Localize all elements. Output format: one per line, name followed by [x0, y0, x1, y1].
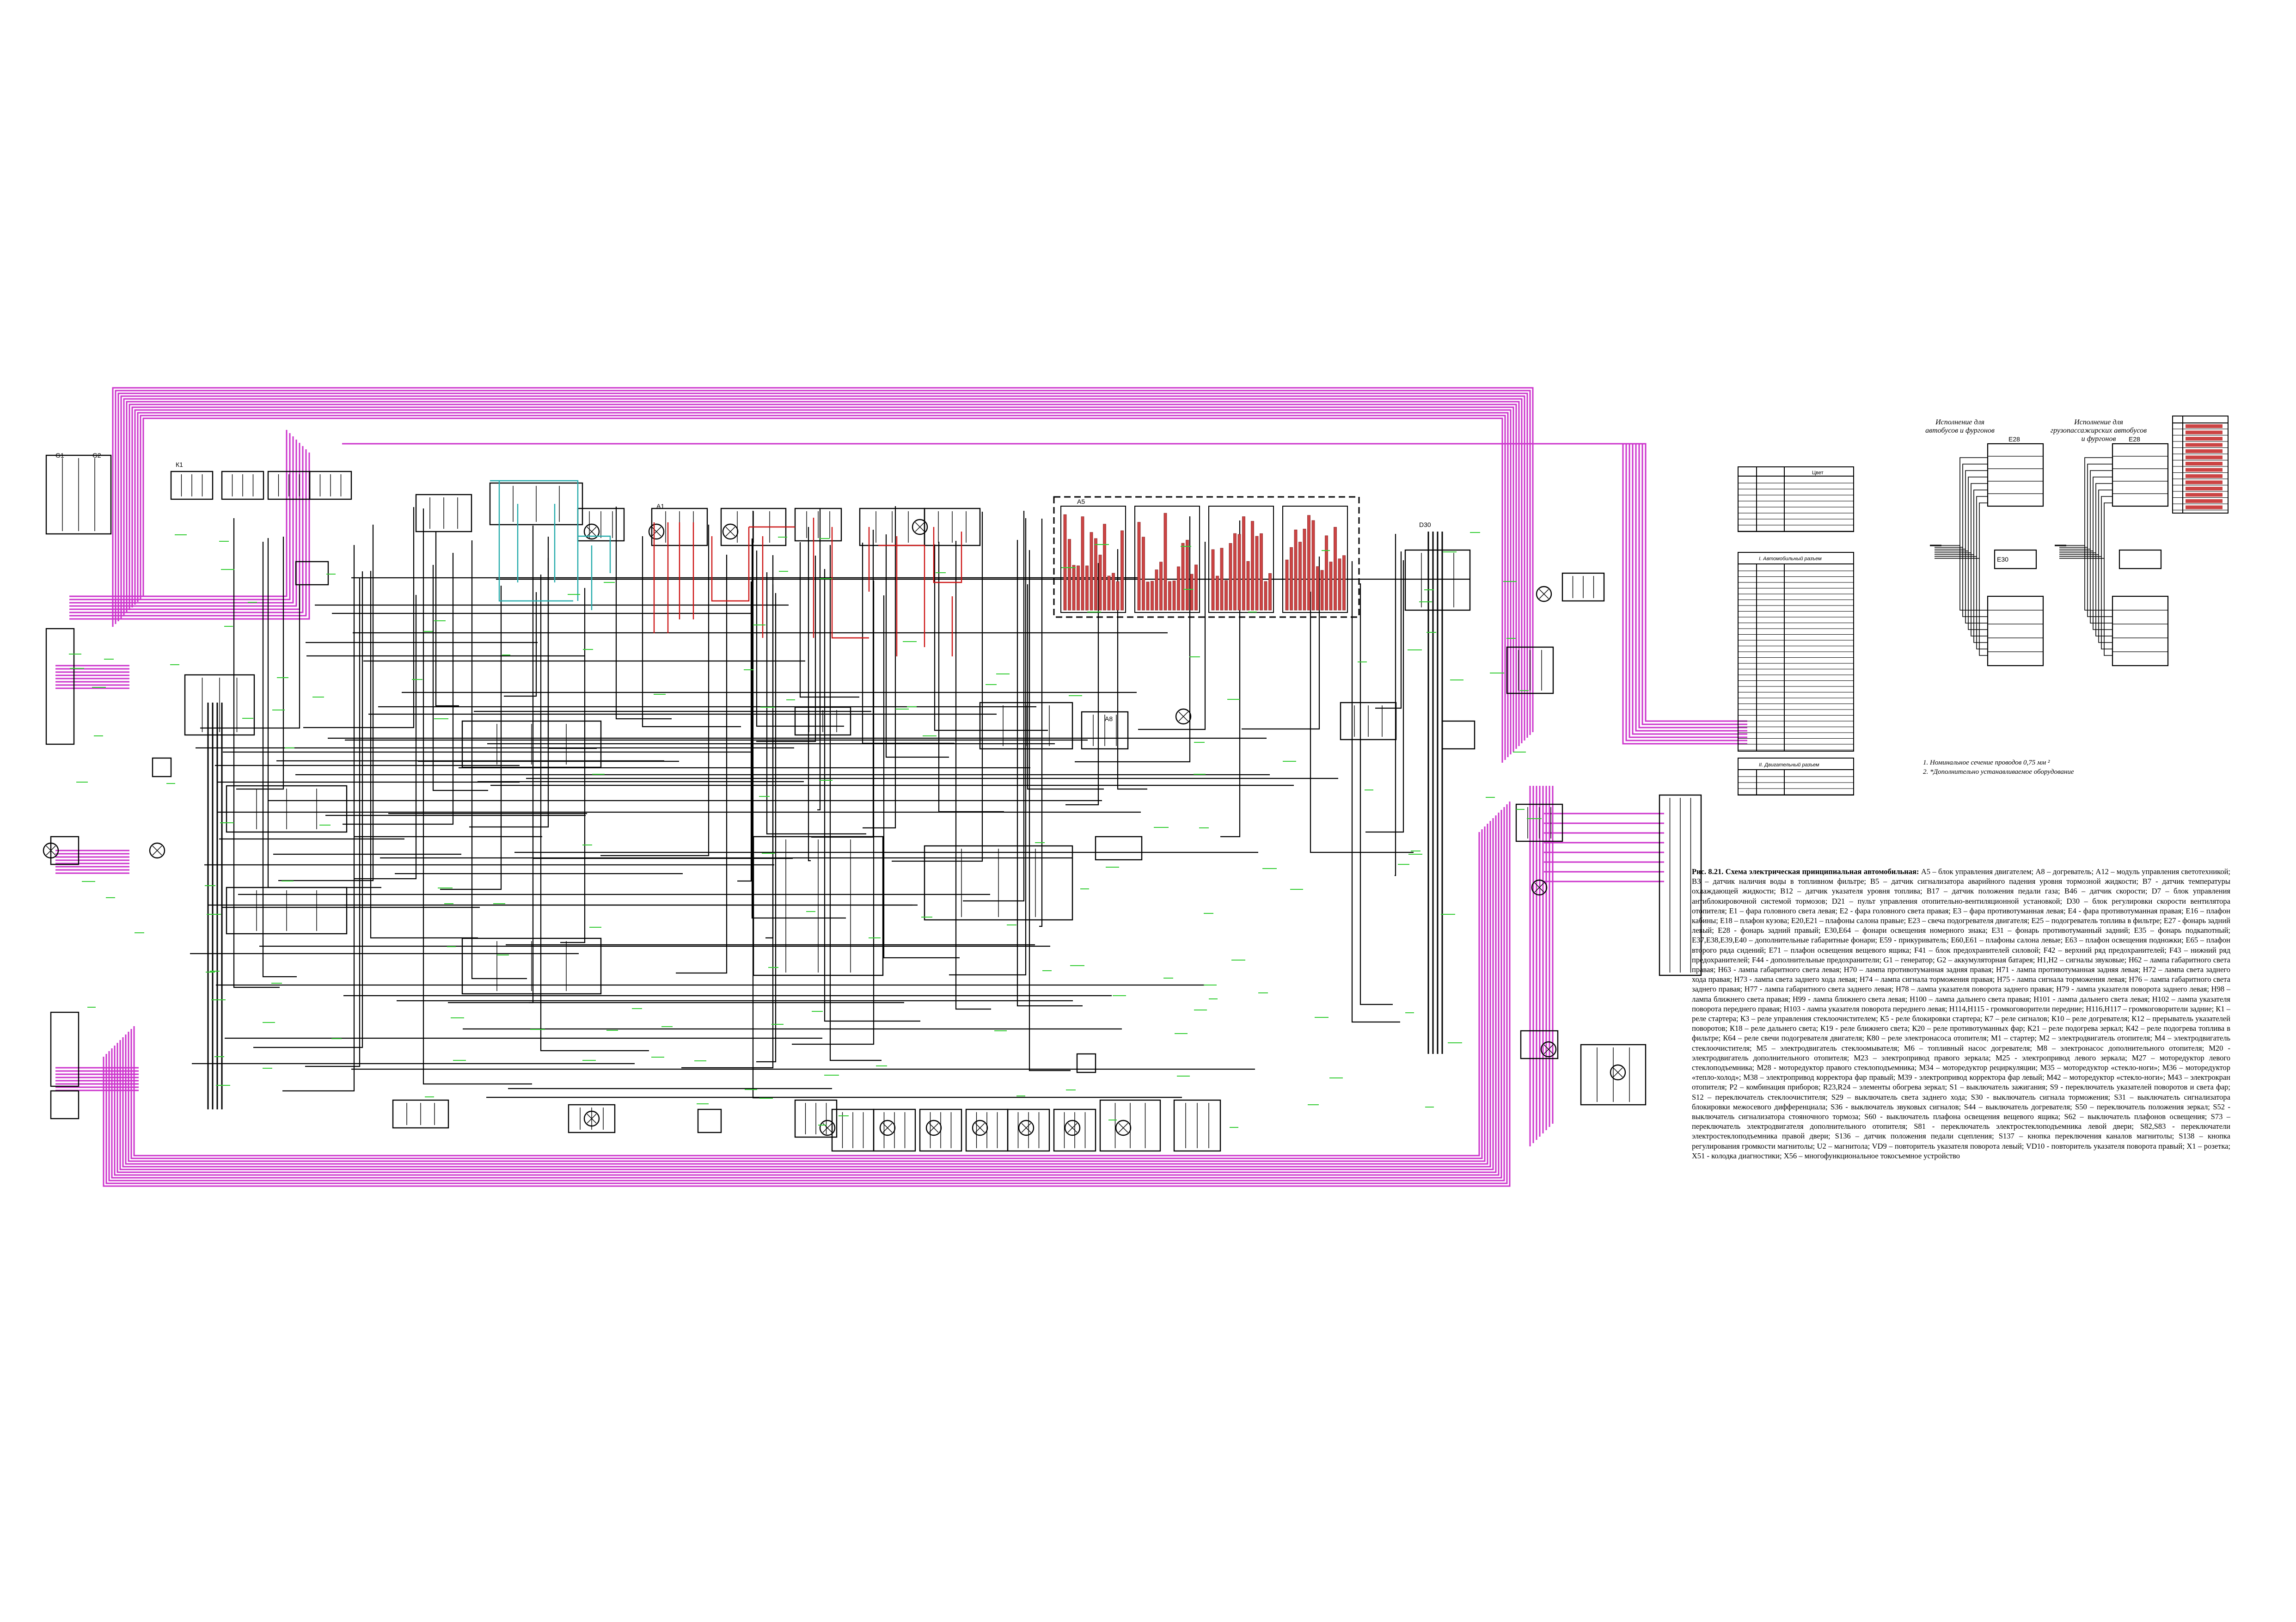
fuse-cells	[1060, 506, 1348, 613]
label-e28: Е28	[2008, 435, 2020, 443]
caption-body: А5 – блок управления двигателем; А8 – до…	[1692, 867, 2230, 1160]
connector-table-mid	[1738, 552, 1854, 796]
label-k1: К1	[176, 461, 183, 468]
notes-block: 1. Номинальное сечение проводов 0,75 мм …	[1923, 758, 2089, 777]
fuse-box	[1053, 496, 1360, 618]
label-d30: D30	[1419, 521, 1431, 528]
variant-title-right: Исполнение для грузопассажирских автобус…	[2050, 418, 2147, 443]
table-title-i: I. Автомобильный разъем	[1759, 556, 1822, 562]
harness-wires	[55, 387, 1747, 1187]
label-a5: А5	[1077, 498, 1085, 505]
label-a1: А1	[656, 502, 664, 510]
label-g2: G2	[92, 452, 101, 459]
label-e30: Е30	[1997, 556, 2008, 563]
table-title-ii: II. Двигательный разъем	[1759, 762, 1819, 768]
caption-heading: Рис. 8.21. Схема электрическая принципиа…	[1692, 867, 1919, 876]
colour-legend	[2172, 416, 2229, 514]
figure-caption: Рис. 8.21. Схема электрическая принципиа…	[1692, 867, 2230, 1161]
component-blocks	[43, 454, 1702, 1152]
label-a8: А8	[1105, 715, 1113, 722]
label-e28-alt: Е28	[2129, 435, 2140, 443]
cyan-wiring	[490, 480, 611, 610]
label-g1: G1	[55, 452, 64, 459]
note-1: 1. Номинальное сечение проводов 0,75 мм …	[1923, 759, 2050, 766]
variant-title-left: Исполнение для автобусов и фургонов	[1925, 418, 1995, 435]
main-wires	[190, 506, 1470, 1109]
variant-panels	[1930, 443, 2169, 667]
wire-marks	[69, 532, 1542, 1128]
block-labels: G1 G2 К1 А1 А5 А8 D30 Е28 Е28 Е30	[55, 435, 2140, 722]
top-table-header: Цвет	[1812, 470, 1824, 476]
red-wiring	[653, 518, 962, 656]
note-2: 2. *Дополнительно устанавливаемое оборуд…	[1923, 768, 2074, 776]
connector-table-top	[1738, 466, 1854, 532]
